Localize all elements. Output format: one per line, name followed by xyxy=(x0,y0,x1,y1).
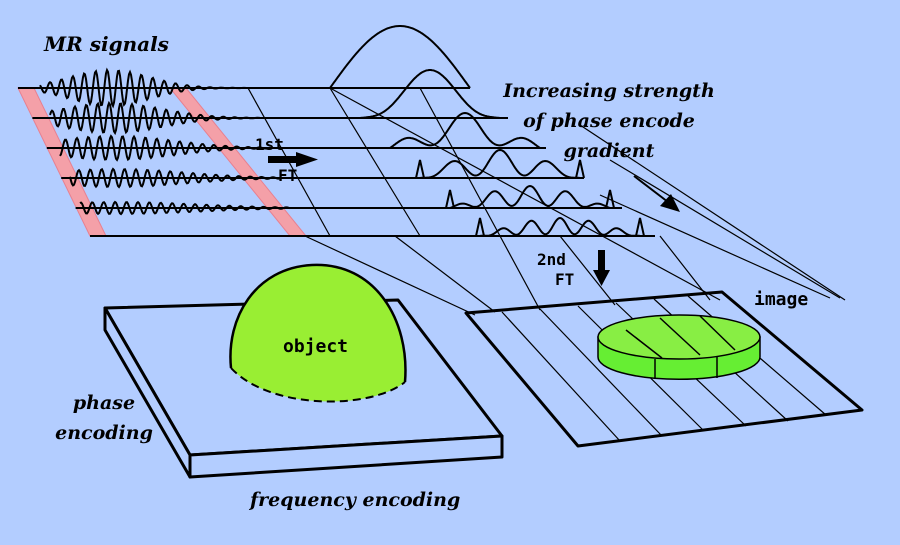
phase-encoding-line-2: encoding xyxy=(55,422,153,444)
phase-gradient-line-1: Increasing strength xyxy=(503,80,715,102)
signal-plane xyxy=(17,67,655,237)
phase-gradient-line-3: gradient xyxy=(563,140,655,162)
edge-spike xyxy=(445,189,455,209)
second-ft-label-bottom: FT xyxy=(555,270,575,289)
projection-profile xyxy=(479,216,641,237)
projection-profiles xyxy=(329,25,645,237)
edge-spike xyxy=(605,189,615,209)
phase-encoding-label: phase encoding xyxy=(44,388,164,448)
projection-profile xyxy=(449,184,611,209)
edge-spike xyxy=(635,217,645,237)
mr-signals-label: MR signals xyxy=(44,32,169,56)
profile-to-image-lines xyxy=(304,87,846,316)
mr-signal-waves xyxy=(39,67,291,216)
edge-spike xyxy=(575,159,585,179)
mr-signal-wave xyxy=(69,167,281,189)
projection-profile xyxy=(389,111,541,149)
mr-signal-wave xyxy=(49,100,260,136)
object-dome xyxy=(229,263,407,403)
second-ft-label-top: 2nd xyxy=(537,250,566,269)
right-arrow-icon xyxy=(268,152,318,167)
diagonal-arrow-icon xyxy=(633,175,680,212)
projection-profile xyxy=(419,148,581,179)
first-ft-label-bottom: FT xyxy=(278,166,298,185)
mr-signal-wave xyxy=(59,134,271,162)
object-label: object xyxy=(283,336,349,357)
down-arrow-icon xyxy=(593,250,610,286)
image-disc xyxy=(597,314,761,381)
phase-gradient-caption: Increasing strength of phase encode grad… xyxy=(498,76,720,166)
phase-gradient-line-2: of phase encode xyxy=(523,110,695,132)
projection-profile xyxy=(359,69,501,119)
edge-spike xyxy=(475,217,485,237)
phase-encoding-line-1: phase xyxy=(72,392,136,414)
image-label: image xyxy=(754,289,809,310)
mr-signal-wave xyxy=(39,67,250,109)
first-ft-label-top: 1st xyxy=(255,135,284,154)
frequency-encoding-label: frequency encoding xyxy=(250,489,461,511)
edge-spike xyxy=(415,159,425,179)
projection-profile xyxy=(329,25,471,89)
grid-line xyxy=(329,87,421,237)
mr-signal-wave xyxy=(79,200,291,216)
